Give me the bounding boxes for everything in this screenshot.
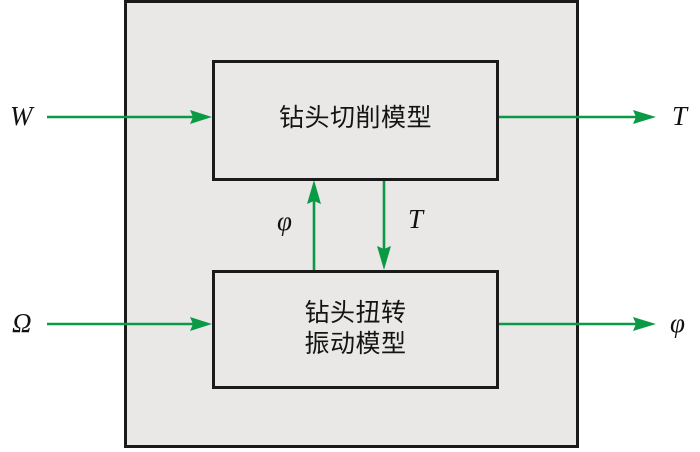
label-feedback-angular-displacement: φ xyxy=(277,206,292,236)
block-cutting-model[interactable] xyxy=(212,60,499,181)
label-input-rotary-speed: Ω xyxy=(12,308,32,338)
block-torsional-vibration-model-line2: 振动模型 xyxy=(304,328,407,358)
signal-input-rotary-speed xyxy=(47,317,212,331)
block-torsional-vibration-model-label: 钻头扭转 振动模型 xyxy=(213,298,498,359)
label-input-weight-on-bit: W xyxy=(10,101,33,131)
block-cutting-model-label: 钻头切削模型 xyxy=(213,103,498,134)
label-output-torque: T xyxy=(672,101,688,131)
label-output-angular-displacement: φ xyxy=(670,308,685,338)
signal-output-torque xyxy=(498,110,656,124)
signal-output-angular-displacement xyxy=(498,317,656,331)
block-cutting-model-line1: 钻头切削模型 xyxy=(278,103,432,132)
block-torsional-vibration-model-line1: 钻头扭转 xyxy=(304,298,407,327)
block-torsional-vibration-model[interactable] xyxy=(212,270,499,389)
label-feedforward-torque: T xyxy=(408,204,424,234)
signal-input-weight-on-bit xyxy=(47,110,212,124)
signal-feedback-angular-displacement xyxy=(307,180,321,270)
signal-feedforward-torque xyxy=(377,180,391,270)
